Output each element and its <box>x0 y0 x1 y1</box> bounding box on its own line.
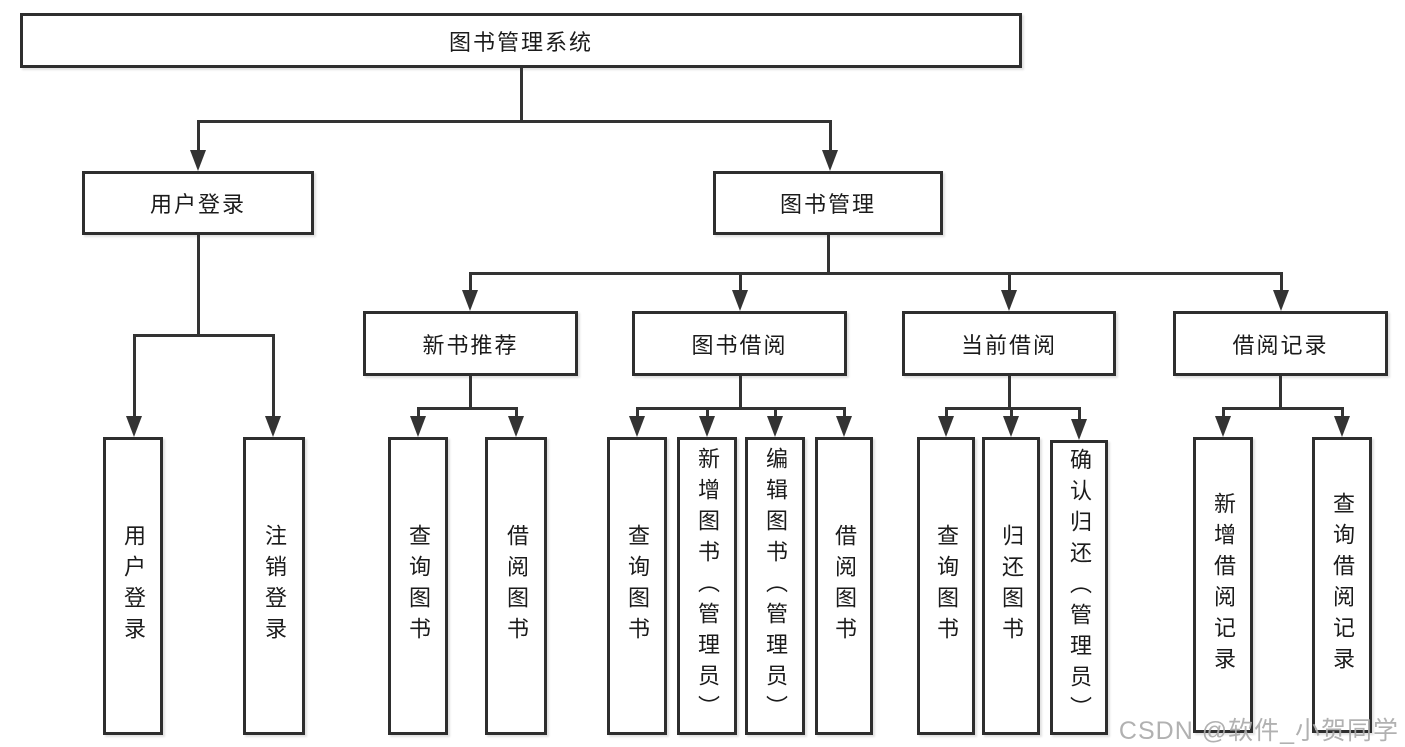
node-label-user-login-group: 用户登录 <box>149 192 246 217</box>
node-borrow-records: 借阅记录 <box>1173 311 1388 376</box>
connector-stem <box>519 68 523 123</box>
connector-arrow-stem <box>944 407 948 419</box>
node-leaf-query-book-2: 查询图书 <box>607 437 667 735</box>
connector-bar <box>469 272 1282 275</box>
node-label-leaf-logout: 注销登录 <box>262 524 287 648</box>
connector-arrow-stem <box>1009 407 1013 419</box>
node-label-book-borrow: 图书借阅 <box>691 332 788 358</box>
node-label-leaf-query-book-3: 查询图书 <box>934 524 959 648</box>
connector-stem <box>826 235 830 275</box>
node-label-leaf-borrow-book-2: 借阅图书 <box>832 524 857 648</box>
node-label-book-mgmt-group: 图书管理 <box>779 192 876 217</box>
connector-bar <box>417 407 517 410</box>
arrowhead-down-icon <box>1273 290 1289 311</box>
connector-arrow-stem <box>828 120 832 153</box>
node-label-leaf-edit-book-admin: 编辑图书（管理员） <box>763 446 788 726</box>
node-user-login-group: 用户登录 <box>82 171 314 235</box>
node-leaf-add-book-admin: 新增图书（管理员） <box>677 437 737 735</box>
connector-arrow-stem <box>842 407 846 419</box>
connector-stem <box>1007 376 1011 410</box>
arrowhead-down-icon <box>410 416 426 437</box>
node-leaf-borrow-book-2: 借阅图书 <box>815 437 873 735</box>
node-leaf-borrow-book-1: 借阅图书 <box>485 437 547 735</box>
arrowhead-down-icon <box>732 290 748 311</box>
connector-bar <box>945 407 1080 410</box>
arrowhead-down-icon <box>699 416 715 437</box>
connector-stem <box>196 235 200 337</box>
connector-arrow-stem <box>1221 407 1225 419</box>
node-current-borrow: 当前借阅 <box>902 311 1116 376</box>
arrowhead-down-icon <box>265 416 281 437</box>
connector-arrow-stem <box>1007 272 1011 293</box>
arrowhead-down-icon <box>938 416 954 437</box>
node-leaf-user-login: 用户登录 <box>103 437 163 735</box>
connector-arrow-stem <box>635 407 639 419</box>
arrowhead-down-icon <box>767 416 783 437</box>
connector-arrow-stem <box>738 272 742 293</box>
node-label-leaf-add-book-admin: 新增图书（管理员） <box>695 446 720 726</box>
arrowhead-down-icon <box>1334 416 1350 437</box>
connector-bar <box>636 407 845 410</box>
connector-arrow-stem <box>196 120 200 153</box>
node-label-leaf-confirm-return-admin: 确认归还（管理员） <box>1067 448 1092 727</box>
arrowhead-down-icon <box>190 150 206 171</box>
node-leaf-logout: 注销登录 <box>243 437 305 735</box>
connector-arrow-stem <box>1340 407 1344 419</box>
node-label-root: 图书管理系统 <box>448 29 593 55</box>
connector-arrow-stem <box>468 272 472 293</box>
node-label-leaf-user-login: 用户登录 <box>121 524 146 648</box>
connector-arrow-stem <box>1279 272 1283 293</box>
arrowhead-down-icon <box>126 416 142 437</box>
arrowhead-down-icon <box>836 416 852 437</box>
node-label-leaf-query-borrow-record: 查询借阅记录 <box>1330 492 1355 678</box>
connector-bar <box>133 334 275 337</box>
arrowhead-down-icon <box>1001 290 1017 311</box>
node-leaf-return-book: 归还图书 <box>982 437 1040 735</box>
connector-bar <box>197 120 831 123</box>
connector-stem <box>1278 376 1282 410</box>
connector-arrow-stem <box>705 407 709 419</box>
node-leaf-query-borrow-record: 查询借阅记录 <box>1312 437 1372 733</box>
arrowhead-down-icon <box>462 290 478 311</box>
connector-arrow-stem <box>416 407 420 419</box>
node-new-book-recommend: 新书推荐 <box>363 311 578 376</box>
connector-stem <box>468 376 472 410</box>
node-leaf-add-borrow-record: 新增借阅记录 <box>1193 437 1253 733</box>
node-label-borrow-records: 借阅记录 <box>1232 332 1329 358</box>
arrowhead-down-icon <box>629 416 645 437</box>
node-book-borrow: 图书借阅 <box>632 311 847 376</box>
connector-arrow-stem <box>773 407 777 419</box>
node-label-leaf-query-book-2: 查询图书 <box>625 524 650 648</box>
arrowhead-down-icon <box>822 150 838 171</box>
node-leaf-confirm-return-admin: 确认归还（管理员） <box>1050 440 1108 735</box>
node-label-leaf-add-borrow-record: 新增借阅记录 <box>1211 492 1236 678</box>
node-label-leaf-borrow-book-1: 借阅图书 <box>504 524 529 648</box>
node-label-new-book-recommend: 新书推荐 <box>422 332 519 358</box>
connector-arrow-stem <box>271 334 275 419</box>
node-label-leaf-query-book-1: 查询图书 <box>406 524 431 648</box>
arrowhead-down-icon <box>1003 416 1019 437</box>
watermark-text: CSDN @软件_小贺同学 <box>1118 717 1399 745</box>
connector-arrow-stem <box>1077 407 1081 422</box>
arrowhead-down-icon <box>1215 416 1231 437</box>
connector-arrow-stem <box>132 334 136 419</box>
node-label-current-borrow: 当前借阅 <box>960 332 1057 358</box>
node-leaf-query-book-1: 查询图书 <box>388 437 448 735</box>
arrowhead-down-icon <box>508 416 524 437</box>
node-label-leaf-return-book: 归还图书 <box>999 524 1024 648</box>
connector-arrow-stem <box>514 407 518 419</box>
node-root: 图书管理系统 <box>20 13 1022 68</box>
connector-stem <box>738 376 742 410</box>
connector-bar <box>1222 407 1343 410</box>
node-leaf-edit-book-admin: 编辑图书（管理员） <box>745 437 805 735</box>
arrowhead-down-icon <box>1071 419 1087 440</box>
node-leaf-query-book-3: 查询图书 <box>917 437 975 735</box>
node-book-mgmt-group: 图书管理 <box>713 171 943 235</box>
